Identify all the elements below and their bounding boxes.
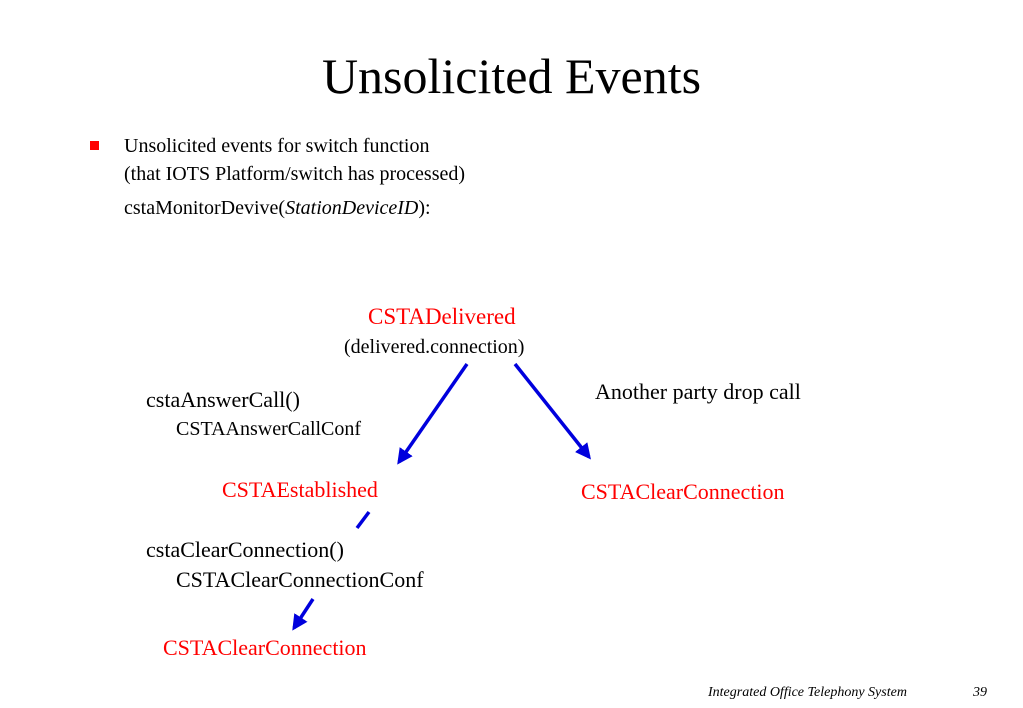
- another-party-note: Another party drop call: [595, 379, 801, 404]
- delivered-connection-label: (delivered.connection): [344, 336, 525, 358]
- answer-call-conf-event: CSTAAnswerCallConf: [176, 418, 362, 440]
- event-cstaestablished: CSTAEstablished: [222, 477, 378, 502]
- monitor-function-close: ):: [418, 197, 431, 219]
- monitor-function-call: cstaMonitorDevive(StationDeviceID):: [124, 196, 431, 220]
- answer-call-function: cstaAnswerCall(): [146, 387, 300, 412]
- bullet-text-line-2: (that IOTS Platform/switch has processed…: [124, 163, 466, 185]
- footer-page-number: 39: [973, 685, 987, 700]
- footer-system-name: Integrated Office Telephony System: [708, 685, 907, 700]
- bullet-marker: [90, 141, 99, 150]
- arrow-conf-to-clear-connection: [292, 598, 315, 631]
- clear-connection-function: cstaClearConnection(): [146, 537, 344, 562]
- arrow-established-segment: [355, 510, 371, 530]
- arrow-delivered-to-established: [397, 363, 469, 465]
- clear-connection-conf-event: CSTAClearConnectionConf: [176, 567, 424, 592]
- slide-title: Unsolicited Events: [321, 48, 702, 104]
- event-clear-connection-right: CSTAClearConnection: [581, 479, 785, 504]
- monitor-function-name: cstaMonitorDevive(: [124, 197, 286, 219]
- monitor-function-argument: StationDeviceID: [285, 197, 419, 219]
- bullet-text-line-1: Unsolicited events for switch function: [124, 135, 430, 157]
- event-cstadelivered: CSTADelivered: [368, 304, 516, 329]
- event-clear-connection-bottom: CSTAClearConnection: [163, 635, 367, 660]
- arrow-delivered-to-clear-connection: [513, 362, 591, 460]
